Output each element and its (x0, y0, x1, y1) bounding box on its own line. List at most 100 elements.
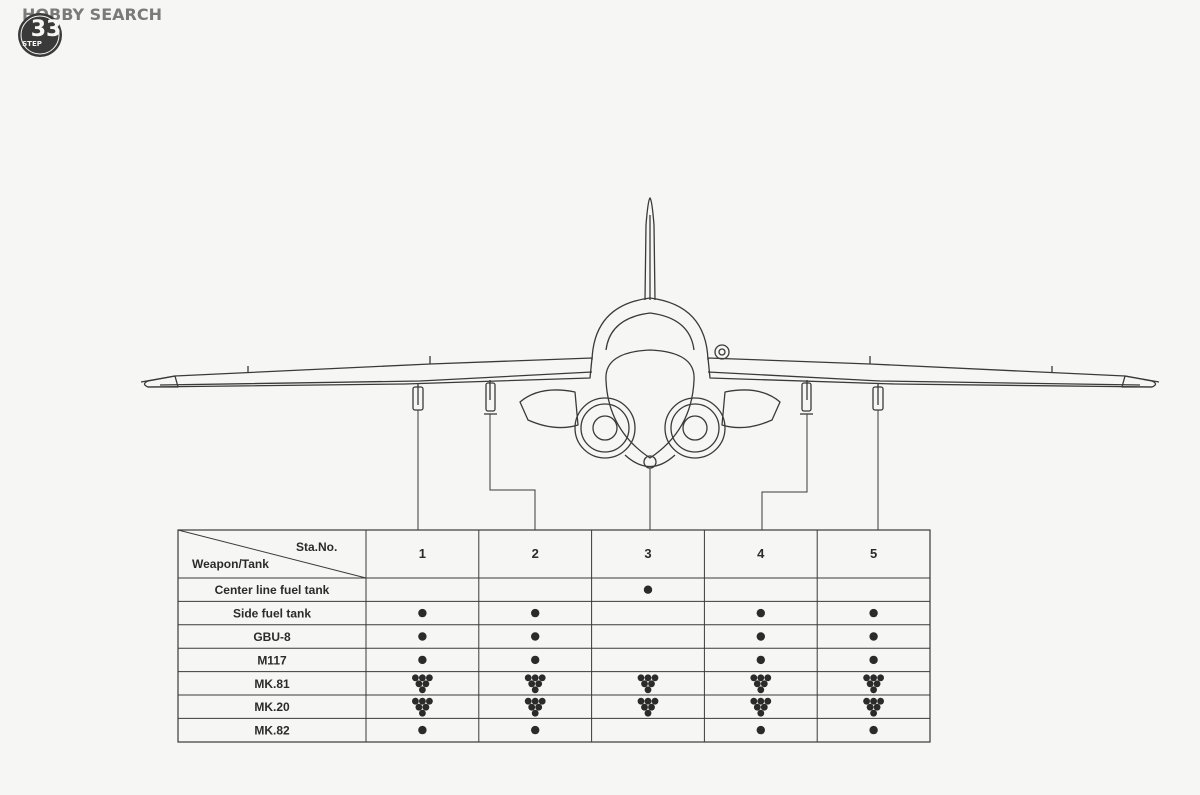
station-dot (531, 686, 539, 694)
station-dot (869, 725, 878, 735)
station-dot (870, 709, 877, 717)
station-number: 2 (532, 546, 539, 561)
left-wingtip (140, 375, 179, 388)
row-label: Side fuel tank (233, 607, 311, 621)
step-badge: 33 STEP (18, 13, 62, 57)
station-dot (531, 655, 540, 665)
pylon-2 (484, 380, 497, 415)
station-dot (426, 674, 433, 682)
station-dot (877, 674, 884, 682)
station-dot (419, 697, 426, 705)
step-number: 33 (31, 17, 62, 42)
station-dot (418, 608, 427, 618)
station-dot (422, 680, 430, 688)
station-dot (531, 709, 539, 717)
header-col-label: Weapon/Tank (192, 557, 269, 571)
station-dot (644, 709, 652, 717)
station-dot (524, 674, 532, 682)
row-label: GBU-8 (253, 630, 291, 644)
station-dot (419, 709, 426, 717)
station-dot (426, 697, 433, 705)
station-dot (863, 697, 870, 705)
station-dot (419, 686, 426, 694)
station-dot (869, 655, 878, 665)
right-wing (707, 357, 1157, 388)
station-dot (412, 697, 419, 705)
station-dot (538, 674, 546, 682)
table-grid (178, 530, 930, 742)
station-dot (750, 674, 758, 682)
watermark-brand: HOBBY SEARCH (22, 5, 162, 24)
station-dot (531, 725, 540, 735)
left-wing-lower-line (159, 371, 593, 386)
station-dot (757, 709, 765, 717)
table-dots (412, 585, 884, 735)
station-dot (866, 703, 874, 711)
left-intake (574, 397, 636, 459)
leader-line-4 (761, 414, 808, 530)
row-label: M117 (257, 653, 287, 667)
station-dot (753, 680, 761, 688)
station-number: 1 (419, 546, 426, 561)
station-dot (644, 686, 652, 694)
right-wing-lower-line (707, 371, 1141, 386)
station-dot (869, 632, 878, 641)
station-dot (535, 703, 543, 711)
station-dot (637, 674, 645, 682)
header-row-label: Sta.No. (296, 540, 337, 554)
station-dot (531, 674, 539, 682)
station-dot (528, 680, 536, 688)
station-dot (422, 703, 430, 711)
station-dot (637, 697, 645, 705)
station-dot (531, 697, 539, 705)
station-dot (873, 703, 881, 711)
row-label: MK.81 (254, 677, 290, 691)
station-dot (863, 674, 870, 682)
station-dot (412, 674, 419, 682)
canopy (591, 297, 709, 361)
station-dot (418, 655, 427, 665)
row-label: MK.82 (254, 724, 290, 738)
station-dot (760, 680, 768, 688)
station-dot (419, 674, 426, 682)
station-dot (644, 674, 652, 682)
aircraft-front-view (140, 197, 1160, 469)
station-dot (753, 703, 761, 711)
leader-line-2 (489, 414, 536, 530)
station-dot (757, 674, 765, 682)
station-dot (750, 697, 758, 705)
station-dot (870, 697, 877, 705)
station-dot (641, 680, 648, 688)
station-dot (641, 703, 648, 711)
station-dot (418, 725, 427, 735)
station-dot (644, 697, 652, 705)
station-dot (764, 697, 772, 705)
station-dot (528, 703, 536, 711)
right-gear-bay (721, 389, 781, 429)
pylon-5 (872, 383, 884, 411)
right-intake (664, 397, 726, 459)
row-label: Center line fuel tank (215, 583, 330, 597)
station-dot (757, 686, 765, 694)
vertical-tail (644, 197, 656, 301)
station-dot (870, 686, 877, 694)
station-dot (757, 697, 765, 705)
station-dot (418, 632, 427, 641)
station-dot (651, 697, 659, 705)
station-dot (648, 703, 655, 711)
left-wing (143, 357, 593, 388)
station-dot (756, 632, 765, 641)
watermark-logo: HOBBY SEARCH (22, 5, 162, 24)
station-dot (535, 680, 543, 688)
station-dot (756, 725, 765, 735)
station-dot (643, 585, 653, 594)
station-dot (756, 655, 765, 665)
leader-lines (417, 410, 879, 530)
step-label: STEP (22, 40, 42, 48)
station-number: 5 (870, 546, 877, 561)
station-dot (866, 680, 874, 688)
pylon-4 (800, 380, 813, 415)
